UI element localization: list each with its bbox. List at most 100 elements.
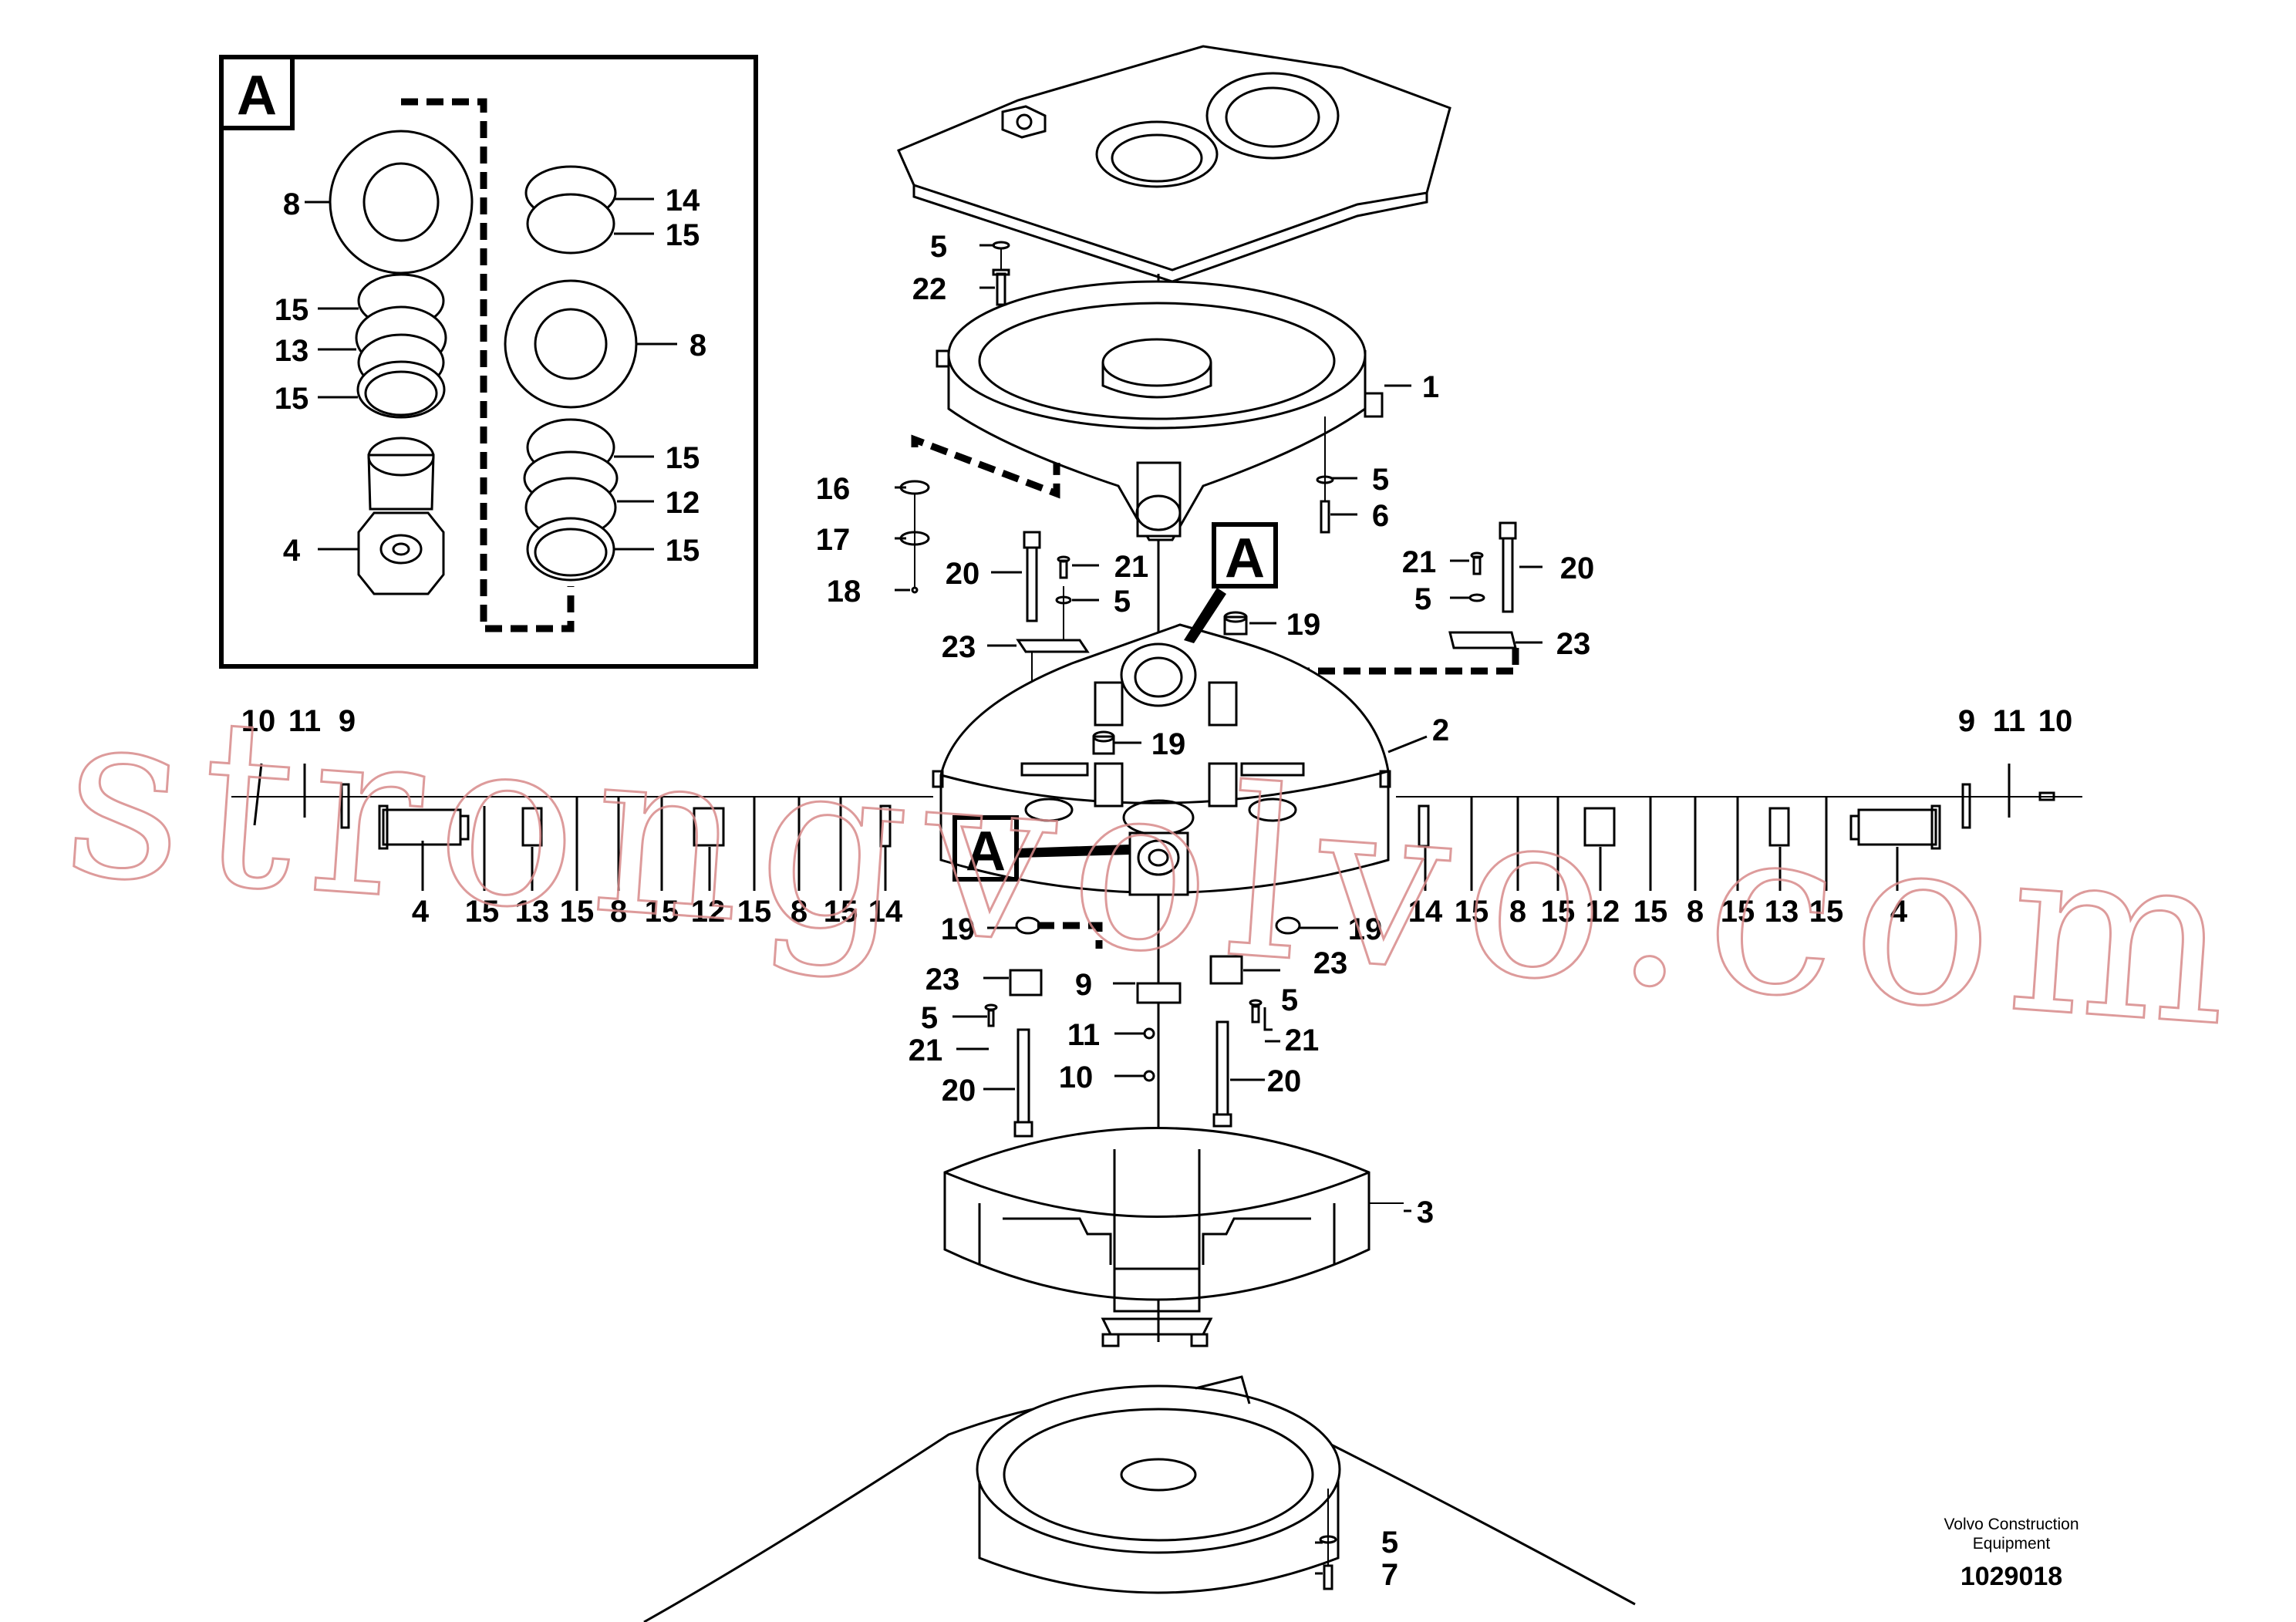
callout-22: 22: [912, 272, 947, 306]
row-right-labels: 14 15 8 15 12 15 8 15 13 15 4: [1408, 895, 1908, 929]
callout-19-top: 19: [1286, 608, 1321, 642]
marker-a-upper: A: [1184, 522, 1278, 643]
inset-callout-8-right: 8: [689, 329, 706, 363]
callout-19-bottom-left: 19: [941, 912, 976, 946]
bolt-22: [992, 241, 1010, 306]
callout-20-left: 20: [946, 557, 980, 591]
callout-7: 7: [1381, 1558, 1398, 1592]
exploded-row-right: [1396, 764, 2082, 850]
callout-5-right: 5: [1372, 463, 1389, 497]
row-right-label: 13: [1765, 895, 1799, 929]
bolt-7: [1319, 1489, 1337, 1590]
inset-callout-15-right-bottom: 15: [666, 534, 700, 568]
row-right-label: 14: [1408, 895, 1443, 929]
inset-callout-4-left: 4: [283, 534, 301, 568]
row-right-label: 15: [1721, 895, 1755, 929]
bolt-set-upper-left: [1016, 531, 1090, 787]
row-right-label: 8: [1687, 895, 1704, 929]
callout-17: 17: [816, 523, 851, 557]
bolt-6: [1316, 416, 1334, 534]
row-left-label: 14: [868, 895, 903, 929]
callout-9-bottom: 9: [1075, 968, 1092, 1002]
row-left-labels: 4 15 13 15 8 15 12 15 8 15 14: [412, 895, 903, 929]
callout-16: 16: [816, 472, 851, 506]
row-right-label: 8: [1509, 895, 1526, 929]
callout-23-left: 23: [942, 630, 976, 664]
clamp-9-11-10: [1136, 982, 1182, 1082]
callout-23-right: 23: [1556, 627, 1591, 661]
callout-5-left: 5: [1114, 585, 1131, 619]
marker-a-lower-label: A: [966, 821, 1006, 882]
callout-10-right: 10: [2038, 704, 2073, 738]
inset-callout-15-right-mid: 15: [666, 441, 700, 475]
inset-callout-15-left-top: 15: [275, 293, 309, 327]
callout-5-bottom: 5: [1381, 1526, 1398, 1560]
bolt-set-lower-right: [1209, 916, 1301, 1128]
inset-callout-8-left: 8: [283, 187, 300, 221]
inset-callout-13-left: 13: [275, 334, 309, 368]
row-left-label: 8: [610, 895, 627, 929]
callout-6: 6: [1372, 499, 1389, 533]
callout-5-bottom-right: 5: [1281, 983, 1298, 1017]
callout-1: 1: [1422, 370, 1439, 404]
inset-callout-14-right: 14: [666, 184, 700, 218]
leader-lines: [895, 244, 1542, 1575]
inset-callout-12-right: 12: [666, 486, 700, 520]
callout-21-left: 21: [1114, 550, 1149, 584]
marker-a-upper-label: A: [1225, 528, 1265, 589]
callout-10-bottom: 10: [1059, 1061, 1094, 1094]
marker-a-lower: A: [952, 815, 1130, 882]
row-left-label: 13: [515, 895, 550, 929]
callout-23-bottom-left: 23: [925, 963, 960, 996]
callouts: 5 22 1 5 6 16 17 18 20 21 5 23 19 21 20 …: [241, 230, 2073, 1592]
row-left-label: 15: [645, 895, 679, 929]
callout-21-bottom-right: 21: [1285, 1023, 1320, 1057]
row-right-label: 15: [1633, 895, 1668, 929]
row-left-label: 15: [465, 895, 500, 929]
callout-5-bottom-left: 5: [921, 1001, 938, 1035]
row-left-label: 15: [737, 895, 772, 929]
inset-label: A: [237, 65, 277, 126]
row-leader-ticks: [421, 797, 1899, 891]
row-left-label: 4: [412, 895, 430, 929]
slew-ring-housing: [936, 280, 1384, 541]
callout-10-left: 10: [241, 704, 276, 738]
footer: Volvo Construction Equipment 1029018: [1944, 1516, 2079, 1591]
center-housing: [932, 623, 1391, 896]
callout-20-bottom-left: 20: [942, 1074, 976, 1108]
row-left-label: 12: [691, 895, 726, 929]
detail-inset-a: A 8: [219, 55, 758, 669]
undercarriage-swing-ring: [643, 1375, 1636, 1622]
inset-callout-15-right-top: 15: [666, 218, 700, 252]
cap-19-top: [1223, 611, 1248, 636]
callout-5-right-right: 5: [1414, 582, 1431, 616]
callout-21-bottom-left: 21: [909, 1034, 943, 1067]
callout-11-right: 11: [1993, 704, 2025, 738]
cap-19-mid: [1092, 730, 1115, 755]
callout-23-bottom-right: 23: [1313, 946, 1348, 980]
bolt-set-lower-left: [984, 916, 1103, 1138]
inset-callout-15-left-bottom: 15: [275, 382, 309, 416]
footer-company-line-2: Equipment: [1973, 1535, 2051, 1553]
row-right-label: 15: [1809, 895, 1844, 929]
row-left-label: 15: [560, 895, 595, 929]
callout-19-mid: 19: [1151, 727, 1186, 761]
lower-frame: [943, 1127, 1404, 1347]
callout-11-left: 11: [288, 704, 321, 738]
bolt-set-upper-right: [1448, 521, 1517, 649]
callout-18: 18: [827, 575, 861, 609]
row-right-label: 4: [1890, 895, 1908, 929]
row-left-label: 8: [791, 895, 807, 929]
exploded-row-left: [231, 763, 933, 850]
callout-2: 2: [1432, 713, 1449, 747]
callout-3: 3: [1417, 1195, 1434, 1229]
footer-company-line-1: Volvo Construction: [1944, 1516, 2079, 1533]
callout-20-bottom-right: 20: [1267, 1064, 1302, 1098]
row-right-label: 15: [1455, 895, 1489, 929]
callout-20-right: 20: [1560, 551, 1595, 585]
callout-19-bottom-right: 19: [1348, 912, 1383, 946]
callout-21-right: 21: [1402, 545, 1437, 579]
callout-11-bottom: 11: [1067, 1018, 1100, 1052]
callout-9-left: 9: [339, 704, 356, 738]
